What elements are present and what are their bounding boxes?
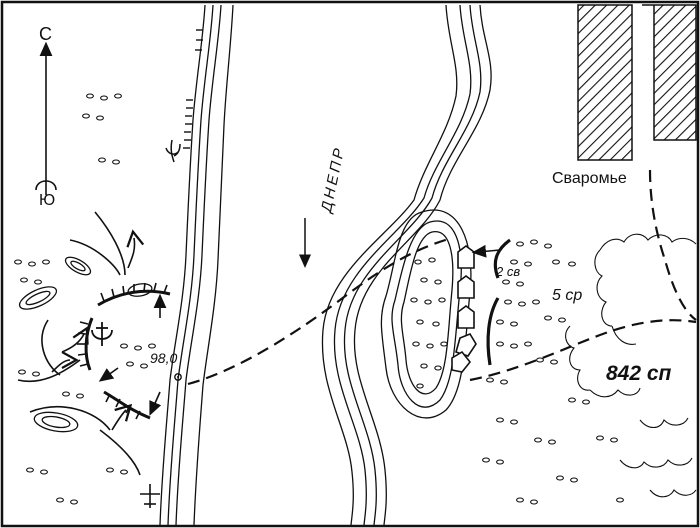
island-marsh bbox=[410, 257, 448, 389]
forest-edge bbox=[565, 233, 697, 498]
anchor-symbol bbox=[91, 322, 113, 346]
compass-south-label: Ю bbox=[39, 192, 56, 209]
marsh-east bbox=[482, 239, 624, 505]
bank-hachures bbox=[183, 29, 203, 149]
compass-north-label: С bbox=[39, 24, 52, 44]
attack-arrows bbox=[51, 229, 501, 431]
marsh-west bbox=[14, 93, 156, 505]
height-mark-label: 98,0 bbox=[150, 350, 178, 366]
height-point bbox=[174, 373, 182, 381]
friendly-line bbox=[486, 238, 511, 366]
village-buildings bbox=[577, 4, 697, 161]
dashed-roads bbox=[187, 169, 697, 386]
village-name-label: Сваромье bbox=[552, 170, 627, 187]
unit-regiment-label: 842 сп bbox=[606, 362, 672, 385]
plant-symbol bbox=[165, 139, 181, 163]
hill-ovals bbox=[18, 256, 153, 433]
aircraft-symbol bbox=[140, 484, 160, 508]
unit-division-label: 5 ср bbox=[552, 287, 583, 304]
compass-symbol bbox=[35, 41, 57, 195]
river-west-bank bbox=[159, 4, 234, 526]
unit-brigade-label: 2 св bbox=[496, 264, 521, 279]
landing-boats bbox=[451, 245, 477, 373]
